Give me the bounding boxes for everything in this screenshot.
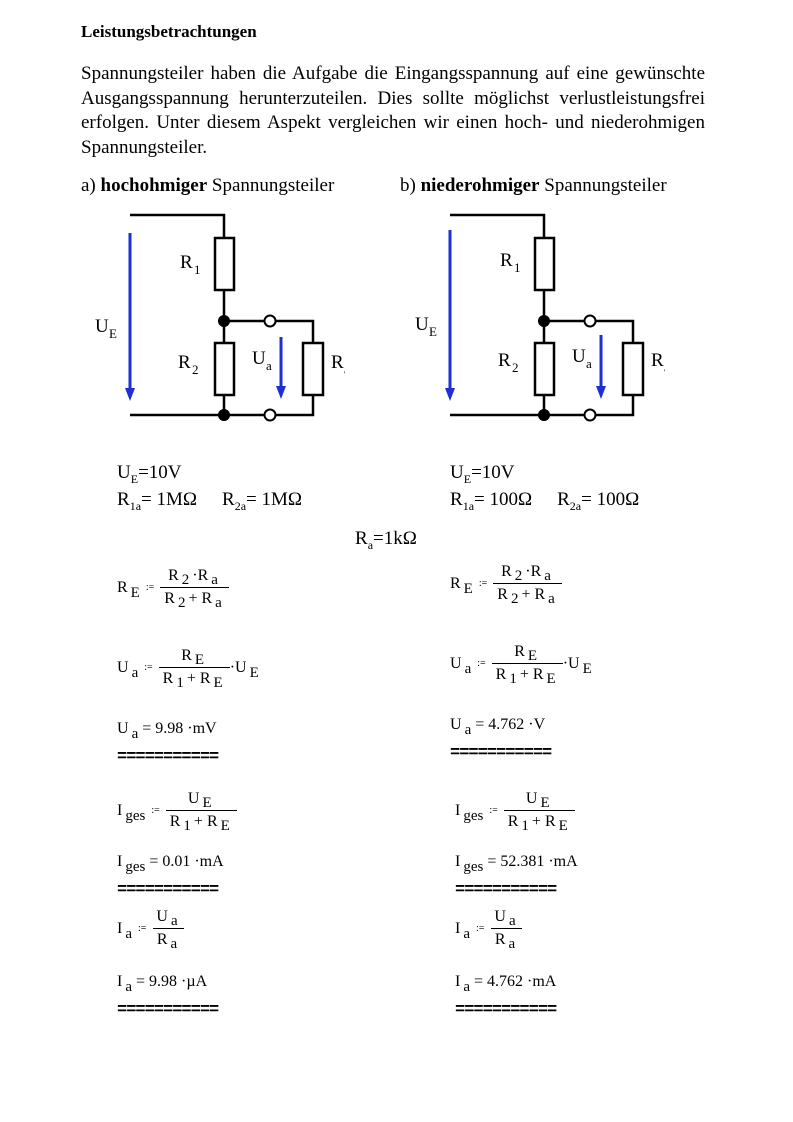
assign-symbol: := (478, 578, 488, 589)
caption-b-suffix: Spannungsteiler (539, 175, 667, 196)
given-ue-a-value: 10V (148, 462, 182, 483)
caption-a-suffix: Spannungsteiler (207, 175, 335, 196)
given-ue-a: UE=10V (117, 462, 182, 486)
label-r2: R (178, 352, 191, 373)
assign-symbol: := (489, 805, 498, 816)
caption-b-bold: niederohmiger (420, 175, 540, 196)
separator: =========== (455, 881, 557, 900)
label-ua-sub: a (266, 358, 272, 373)
caption-b-prefix: b) (400, 175, 421, 196)
separator: =========== (117, 748, 219, 767)
section-heading: Leistungsbetrachtungen (81, 22, 257, 41)
given-r2a-b-value: 100Ω (596, 489, 640, 510)
label-ua: U (572, 346, 586, 367)
label-ue-sub: E (429, 324, 437, 339)
label-ra-sub: a (664, 360, 665, 375)
separator: =========== (450, 744, 552, 763)
separator: =========== (455, 1001, 557, 1020)
assign-symbol: := (151, 805, 160, 816)
ue-arrow-b (445, 230, 455, 401)
label-ua-sub: a (586, 356, 592, 371)
ue-arrow-a (125, 233, 135, 401)
label-ue: U (415, 314, 429, 335)
label-ra: R (331, 352, 344, 373)
ra-given-value: 1kΩ (383, 528, 417, 549)
separator: =========== (117, 881, 219, 900)
result-iges-a-value: = 0.01 ·mA (149, 853, 224, 870)
assign-symbol: := (145, 582, 155, 593)
given-ue-b-value: 10V (481, 462, 515, 483)
caption-a-prefix: a) (81, 175, 101, 196)
result-ia-a-value: = 9.98 ·µA (136, 973, 208, 990)
given-r1a-a-value: 1MΩ (156, 489, 197, 510)
ra-given: Ra=1kΩ (355, 528, 417, 552)
caption-a-bold: hochohmiger (100, 175, 208, 196)
given-r1a-b-value: 100Ω (489, 489, 533, 510)
given-ue-b: UE=10V (450, 462, 515, 486)
caption-b: b) niederohmiger Spannungsteiler (400, 175, 667, 197)
intro-paragraph: Spannungsteiler haben die Aufgabe die Ei… (81, 63, 705, 158)
label-ua: U (252, 348, 266, 369)
label-ra: R (651, 350, 664, 371)
caption-a: a) hochohmiger Spannungsteiler (81, 175, 334, 197)
assign-symbol: := (144, 662, 153, 673)
label-r2-sub: 2 (192, 362, 199, 377)
separator: =========== (117, 1001, 219, 1020)
ua-arrow-a (276, 337, 286, 399)
label-r1-sub: 1 (194, 262, 201, 277)
label-ue-sub: E (109, 326, 117, 341)
label-ue: U (95, 316, 109, 337)
circuit-diagram-a: U E R 1 R 2 U a R a (95, 213, 345, 422)
result-ia-b-value: = 4.762 ·mA (474, 973, 557, 990)
label-r2: R (498, 350, 511, 371)
ua-arrow-b (596, 335, 606, 399)
label-r1: R (180, 252, 193, 273)
assign-symbol: := (138, 923, 147, 934)
label-r1-sub: 1 (514, 260, 521, 275)
label-ra-sub: a (344, 362, 345, 377)
circuit-diagram-b: U E R 1 R 2 U a R a (415, 213, 665, 422)
label-r2-sub: 2 (512, 360, 519, 375)
result-ua-a-value: = 9.98 ·mV (142, 720, 217, 737)
result-iges-b-value: = 52.381 ·mA (487, 853, 578, 870)
given-r2a-a-value: 1MΩ (261, 489, 302, 510)
assign-symbol: := (477, 658, 486, 669)
assign-symbol: := (476, 923, 485, 934)
result-ua-b-value: = 4.762 ·V (475, 716, 546, 733)
label-r1: R (500, 250, 513, 271)
